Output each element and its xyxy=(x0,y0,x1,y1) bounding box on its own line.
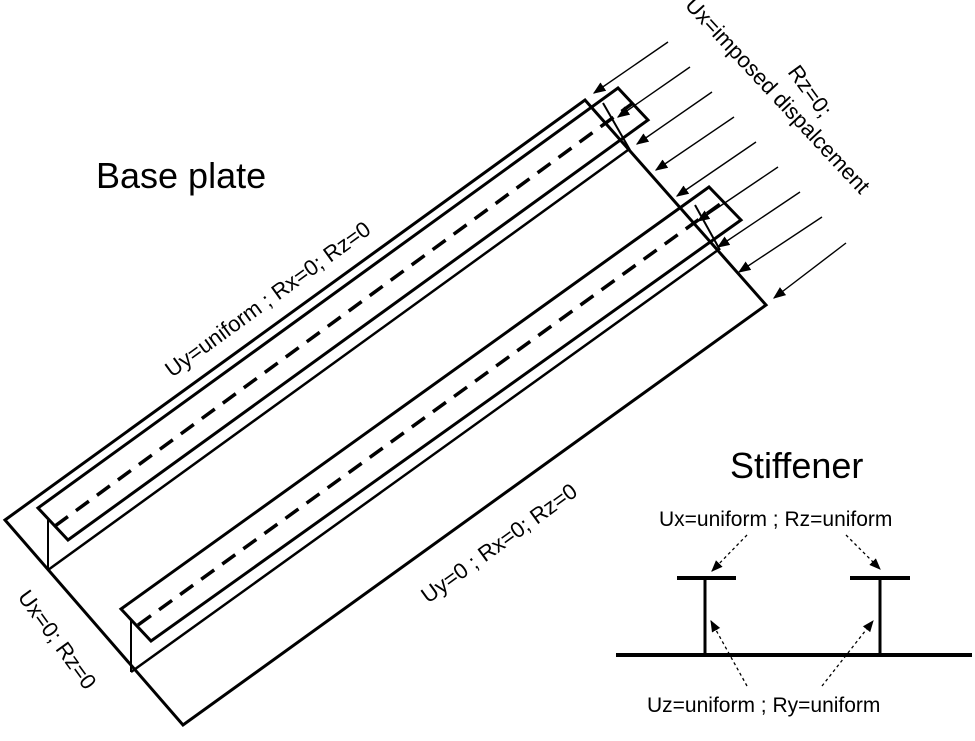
stiffener-1 xyxy=(35,86,651,572)
stiffener-2-flange xyxy=(118,185,744,643)
stiffener-1-flange xyxy=(35,86,651,542)
base-plate xyxy=(2,97,769,728)
stiffener-inset: Stiffener Ux=uniform ; Rz=uniform Uz=uni… xyxy=(616,445,972,717)
stiffener-title: Stiffener xyxy=(730,445,863,486)
left-edge-condition-label: Ux=0; Rz=0 xyxy=(13,585,102,694)
stiffener-1-web-foot xyxy=(47,148,629,572)
stiffener-flange-condition-label: Ux=uniform ; Rz=uniform xyxy=(659,508,892,531)
stiffener-1-centerline xyxy=(53,101,635,528)
base-plate-outline xyxy=(2,97,769,728)
imposed-displacement-arrows xyxy=(592,41,847,299)
stiffener-end-details xyxy=(602,102,721,251)
stiffener-2-web-foot xyxy=(130,248,719,674)
right-edge-displacement-label: Ux=imposed dispalcement xyxy=(680,0,875,199)
stiffener-2-centerline xyxy=(136,200,725,627)
stiffener-cross-section xyxy=(616,576,972,657)
stiffener-2 xyxy=(118,185,744,674)
stiffener-leader-arrows xyxy=(710,534,881,687)
stiffener-web-condition-label: Uz=uniform ; Ry=uniform xyxy=(647,694,880,717)
base-plate-title: Base plate xyxy=(96,155,266,196)
